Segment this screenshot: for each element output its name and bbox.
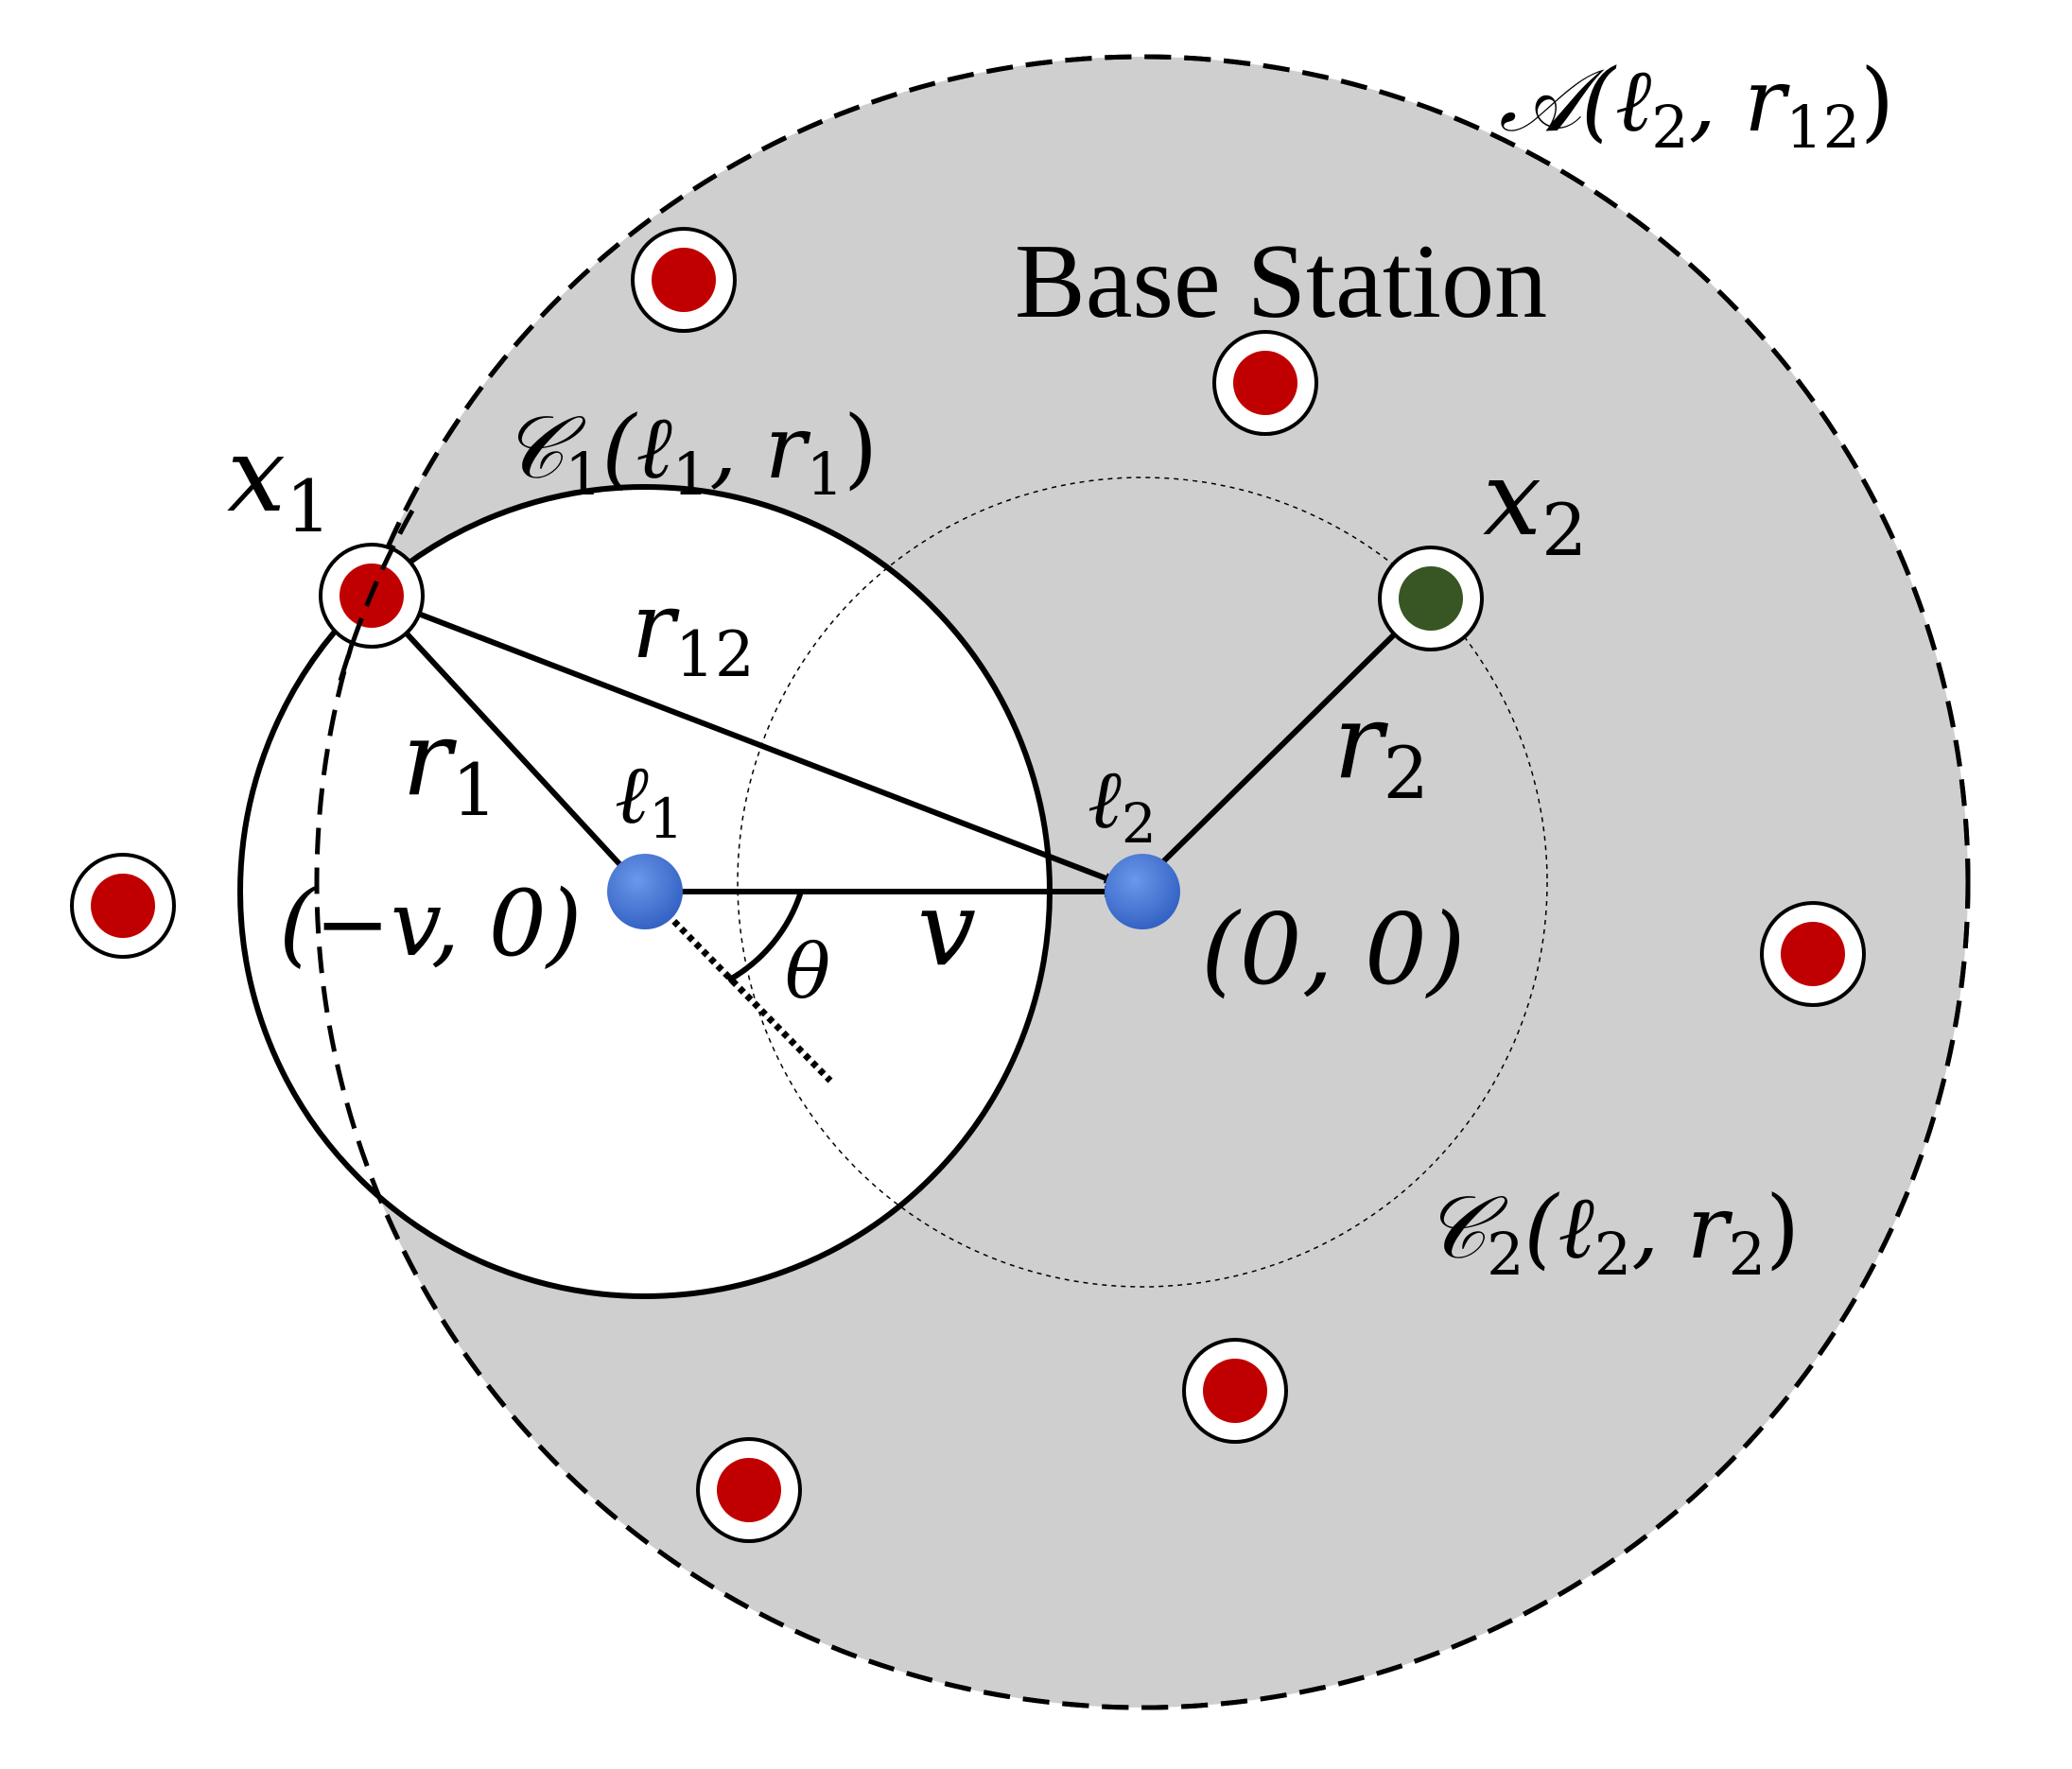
base-station-marker xyxy=(70,853,176,959)
label-v: v xyxy=(917,868,976,989)
label-x1-sub: 1 xyxy=(286,464,331,548)
label-c2-open: (ℓ xyxy=(1524,1177,1594,1278)
label-region-a-end: ) xyxy=(1860,50,1894,151)
label-r1-main: r xyxy=(402,698,458,819)
label-c2-end: ) xyxy=(1766,1177,1800,1278)
label-region-a-sub1: 2 xyxy=(1651,93,1688,162)
label-c2-sub2: 2 xyxy=(1729,1220,1766,1289)
angle-reference-line xyxy=(642,889,833,1084)
label-c1-end: ) xyxy=(844,397,878,498)
label-r1-sub: 1 xyxy=(452,748,497,832)
circle-c2 xyxy=(737,477,1548,1288)
label-r12: r12 xyxy=(632,573,755,691)
base-station-marker xyxy=(1760,901,1866,1007)
label-r12-sub: 12 xyxy=(675,618,755,691)
label-r12-main: r xyxy=(632,573,680,679)
label-c1-sub1: 1 xyxy=(672,440,709,509)
label-c1-sub2: 1 xyxy=(807,440,844,509)
user-x2-marker xyxy=(1378,546,1484,651)
base-station-marker xyxy=(1182,1338,1288,1444)
label-coord-l2: (0, 0) xyxy=(1201,892,1466,1007)
label-coord-l1: (−v, 0) xyxy=(279,871,582,977)
label-x1: x1 xyxy=(227,414,331,548)
label-c1-open: (ℓ xyxy=(602,397,672,498)
label-region-a-mid: , r xyxy=(1689,50,1790,151)
region-a-arc-overlay xyxy=(338,509,415,682)
base-station-marker xyxy=(696,1437,802,1543)
label-x2-main: x xyxy=(1483,438,1541,559)
base-station-marker xyxy=(631,227,737,333)
label-c2-sub0: 2 xyxy=(1487,1220,1524,1289)
label-theta: θ xyxy=(785,928,830,1015)
label-c1-sub0: 1 xyxy=(565,440,601,509)
label-l2: ℓ2 xyxy=(1088,753,1157,856)
region-a-boundary xyxy=(314,54,1971,1710)
label-r2: r2 xyxy=(1333,681,1429,815)
label-c2-sub1: 2 xyxy=(1594,1220,1631,1289)
label-l1: ℓ1 xyxy=(615,748,684,851)
label-l1-main: ℓ xyxy=(615,748,649,842)
segment-r12 xyxy=(370,593,1118,885)
label-x1-main: x xyxy=(227,414,286,535)
label-x2: x2 xyxy=(1483,438,1587,572)
angle-theta-arc xyxy=(726,891,804,983)
label-r2-sub: 2 xyxy=(1384,731,1429,815)
label-circle-c1: 𝒞1(ℓ1, r1) xyxy=(501,397,878,509)
base-station-marker xyxy=(1212,330,1318,436)
label-base-station: Base Station xyxy=(1015,223,1547,340)
label-c2-mid: , r xyxy=(1631,1177,1732,1278)
label-r1: r1 xyxy=(402,698,497,832)
label-l1-sub: 1 xyxy=(649,787,684,851)
label-region-a-sub2: 12 xyxy=(1785,93,1860,162)
label-x2-sub: 2 xyxy=(1541,488,1587,572)
location-l2-point xyxy=(1105,854,1180,929)
label-c1-mid: , r xyxy=(709,397,810,498)
segment-r1 xyxy=(369,593,648,894)
label-region-a: 𝒜(ℓ2, r12) xyxy=(1499,50,1894,162)
label-l2-sub: 2 xyxy=(1122,791,1157,856)
label-region-a-main: 𝒜(ℓ xyxy=(1499,50,1651,151)
label-r2-main: r xyxy=(1333,681,1389,802)
location-l1-point xyxy=(607,854,683,929)
segment-r2 xyxy=(1140,596,1434,885)
label-l2-main: ℓ xyxy=(1088,753,1122,847)
